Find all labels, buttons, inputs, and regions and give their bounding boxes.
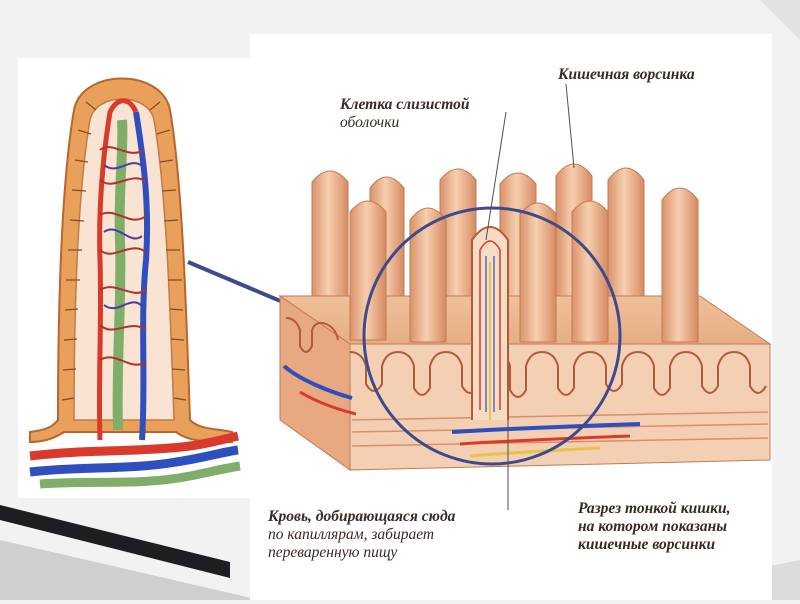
- cell-label-pointer: [485, 111, 507, 241]
- villus-label-pointer: [565, 83, 575, 169]
- mucosa-cell-label: Клетка слизистой оболочки: [340, 96, 470, 132]
- blood-caption: Кровь, добирающаяся сюда по капиллярам, …: [268, 508, 455, 562]
- intestinal-villus-label: Кишечная ворсинка: [558, 66, 695, 84]
- intestinal-villus-text: Кишечная ворсинка: [558, 66, 695, 83]
- section-caption: Разрез тонкой кишки, на котором показаны…: [578, 500, 730, 554]
- blood-caption-line-1: Кровь, добирающаяся сюда: [268, 508, 456, 525]
- mucosa-cell-text-2: оболочки: [340, 114, 400, 131]
- intestine-section-illustration: [278, 163, 772, 471]
- blood-caption-line-2: по капиллярам, забирает: [268, 526, 435, 543]
- mucosa-cell-text-1: Клетка слизистой: [340, 96, 470, 113]
- blood-caption-line-3: переваренную пищу: [268, 544, 398, 561]
- section-caption-line-3: кишечные ворсинки: [578, 536, 716, 553]
- section-caption-line-2: на котором показаны: [578, 518, 727, 535]
- section-caption-line-1: Разрез тонкой кишки,: [578, 500, 731, 517]
- magnifier-circle: [362, 206, 622, 466]
- single-villus-illustration: [29, 77, 241, 489]
